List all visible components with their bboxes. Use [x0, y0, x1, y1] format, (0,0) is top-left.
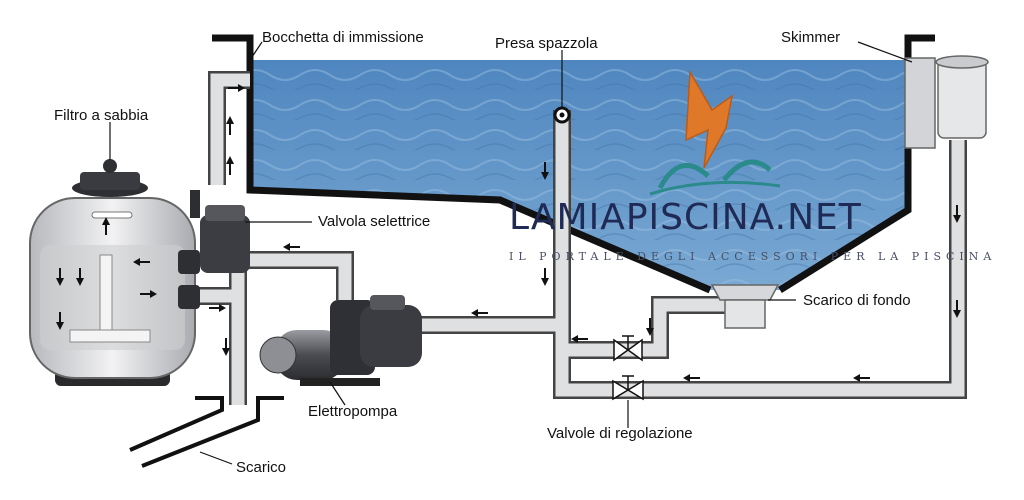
regulating-valves: [612, 335, 644, 401]
label-pump: Elettropompa: [308, 403, 398, 420]
selector-valve: [190, 190, 250, 273]
brand-tagline: IL PORTALE DEGLI ACCESSORI PER LA PISCIN…: [509, 250, 997, 263]
sand-filter: [29, 159, 200, 386]
discharge-channel: [129, 396, 284, 468]
pipe-network: [195, 71, 967, 405]
label-skimmer: Skimmer: [781, 29, 841, 46]
label-sand-filter: Filtro a sabbia: [54, 107, 149, 124]
leader-lines: [109, 41, 913, 465]
label-inlet: Bocchetta di immissione: [262, 29, 424, 46]
pool-water: [250, 60, 908, 290]
brand-name: LAMIAPISCINA.NET: [509, 197, 862, 238]
label-brush-socket: Presa spazzola: [495, 35, 598, 52]
label-bottom-drain: Scarico di fondo: [803, 292, 911, 309]
label-selector-valve: Valvola selettrice: [318, 213, 431, 230]
label-discharge: Scarico: [236, 459, 287, 476]
bottom-drain: [710, 284, 780, 329]
flow-arrows: [56, 84, 961, 382]
label-regulating-valves: Valvole di regolazione: [547, 425, 693, 442]
skimmer: [904, 55, 989, 149]
electric-pump: [259, 295, 422, 386]
brand-logo-icon: [649, 69, 781, 196]
brush-socket: [553, 106, 571, 124]
